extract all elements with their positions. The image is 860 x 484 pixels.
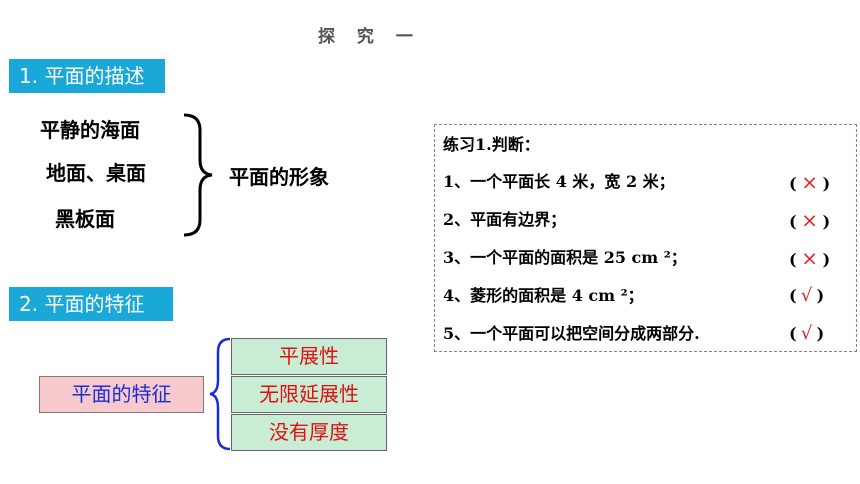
answer-mark: (×): [789, 203, 849, 239]
question-text: 5、一个平面可以把空间分成两部分.: [443, 324, 700, 343]
question-text: 2、平面有边界；: [443, 210, 567, 229]
question-row: 2、平面有边界； (×): [443, 203, 856, 241]
property-flat: 平展性: [231, 338, 387, 375]
question-row: 3、一个平面的面积是 25 cm ²； (×): [443, 241, 856, 279]
image-item-blackboard: 黑板面: [55, 207, 115, 231]
check-icon: √: [800, 323, 813, 344]
property-infinite-extension: 无限延展性: [231, 376, 387, 413]
plane-image-result: 平面的形象: [229, 165, 329, 189]
question-row: 1、一个平面长 4 米，宽 2 米； (×): [443, 165, 856, 203]
answer-mark: (×): [789, 241, 849, 277]
practice-box: 练习1.判断： 1、一个平面长 4 米，宽 2 米； (×) 2、平面有边界； …: [434, 124, 857, 352]
feature-label-box: 平面的特征: [39, 376, 204, 413]
property-no-thickness: 没有厚度: [231, 414, 387, 451]
answer-mark: (√): [789, 317, 849, 351]
question-row: 4、菱形的面积是 4 cm ²； (√): [443, 279, 856, 317]
cross-icon: ×: [801, 170, 818, 194]
question-row: 5、一个平面可以把空间分成两部分. (√): [443, 317, 856, 355]
image-item-sea: 平静的海面: [40, 118, 140, 142]
question-text: 1、一个平面长 4 米，宽 2 米；: [443, 172, 675, 191]
right-brace-icon: [183, 113, 213, 237]
cross-icon: ×: [801, 208, 818, 232]
section-2-heading: 2. 平面的特征: [9, 287, 173, 321]
practice-title: 练习1.判断：: [443, 135, 540, 154]
answer-mark: (√): [789, 279, 849, 313]
section-1-heading: 1. 平面的描述: [9, 59, 165, 93]
question-text: 3、一个平面的面积是 25 cm ²；: [443, 248, 687, 267]
answer-mark: (×): [789, 165, 849, 201]
slide-title: 探 究 一: [318, 27, 421, 47]
check-icon: √: [800, 285, 813, 306]
image-item-ground: 地面、桌面: [46, 161, 146, 185]
cross-icon: ×: [801, 246, 818, 270]
left-brace-icon: [209, 337, 231, 451]
question-text: 4、菱形的面积是 4 cm ²；: [443, 286, 644, 305]
